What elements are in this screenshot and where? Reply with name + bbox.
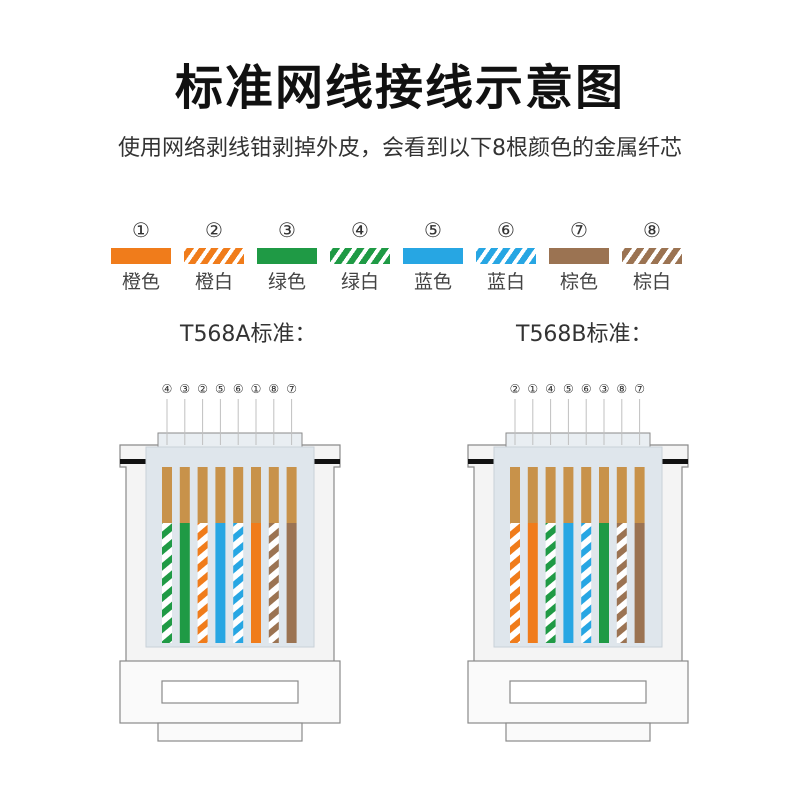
t568b-label: T568B标准： [516,322,653,347]
clear-housing [145,446,315,648]
connector-cap [505,432,651,448]
legend-item-2: ② 橙白 [181,218,247,294]
pin-number: ⑤ [563,382,574,396]
page-title: 标准网线接线示意图 [174,60,625,116]
legend-swatch [257,248,317,264]
legend-number: ⑦ [570,218,588,242]
gold-contact [599,467,609,523]
legend-item-8: ⑧ 棕白 [619,218,685,294]
wire-绿色 [179,523,190,643]
legend-swatch [549,248,609,264]
legend-number: ⑤ [424,218,442,242]
wire-棕白 [268,523,279,643]
wire-蓝色 [563,523,574,643]
pin-number: ⑤ [215,382,226,396]
page-subtitle: 使用网络剥线钳剥掉外皮，会看到以下8根颜色的金属纤芯 [118,136,682,161]
legend-label: 蓝白 [486,271,525,293]
legend-label: 绿白 [340,271,379,293]
gold-contact [527,467,538,523]
legend-number: ③ [278,218,296,242]
wire-橙白 [510,523,520,643]
wire-棕色 [634,523,645,643]
gold-contact [197,467,208,523]
legend-label: 蓝色 [413,271,452,293]
pin-number: ⑧ [616,382,627,396]
wire-橙色 [251,523,261,643]
connector-tail [505,722,651,742]
gold-contact [563,467,574,523]
legend-number: ② [205,218,223,242]
legend-swatch [111,248,171,264]
gold-contact [179,467,190,523]
wire-绿白 [162,523,172,643]
pin-number: ⑧ [268,382,279,396]
legend-label: 橙白 [194,271,233,293]
gold-contact [286,467,297,523]
gold-contact [634,467,645,523]
pin-number: ④ [162,382,173,396]
wire-蓝白 [581,523,592,643]
wire-棕白 [616,523,627,643]
legend-label: 棕白 [632,271,671,293]
clear-housing [493,446,663,648]
wire-橙白 [197,523,208,643]
pin-number: ⑦ [634,382,645,396]
color-legend: ① 橙色 ② 橙白 ③ 绿色 ④ 绿白 ⑤ 蓝色 ⑥ 蓝白 ⑦ 棕色 ⑧ 棕白 [108,218,692,298]
legend-label: 棕色 [559,271,598,293]
legend-number: ④ [351,218,369,242]
connector-cap [157,432,303,448]
wire-绿色 [599,523,609,643]
connector-latch-slot [509,680,647,704]
legend-swatch [403,248,463,264]
legend-item-1: ① 橙色 [108,218,174,294]
gold-contact [581,467,592,523]
connector-latch-slot [161,680,299,704]
gold-contact [251,467,261,523]
wire-棕色 [286,523,297,643]
legend-swatch [330,248,390,264]
legend-item-6: ⑥ 蓝白 [473,218,539,294]
legend-swatch [476,248,536,264]
gold-contact [616,467,627,523]
legend-number: ⑥ [497,218,515,242]
legend-label: 绿色 [267,271,306,293]
legend-label: 橙色 [121,271,160,293]
pin-number: ④ [545,382,556,396]
legend-item-7: ⑦ 棕色 [546,218,612,294]
legend-item-5: ⑤ 蓝色 [400,218,466,294]
pin-number: ③ [599,382,610,396]
legend-item-3: ③ 绿色 [254,218,320,294]
pin-number: ② [510,382,521,396]
gold-contact [233,467,244,523]
gold-contact [545,467,556,523]
pin-number: ⑦ [286,382,297,396]
gold-contact [510,467,520,523]
pin-number: ⑥ [581,382,592,396]
legend-swatch [622,248,682,264]
wire-蓝色 [215,523,226,643]
wire-蓝白 [233,523,244,643]
gold-contact [162,467,172,523]
legend-number: ⑧ [643,218,661,242]
wire-绿白 [545,523,556,643]
wire-橙色 [527,523,538,643]
gold-contact [268,467,279,523]
pin-number: ③ [179,382,190,396]
gold-contact [215,467,226,523]
legend-item-4: ④ 绿白 [327,218,393,294]
t568a-label: T568A标准： [180,322,317,347]
connector-tail [157,722,303,742]
legend-swatch [184,248,244,264]
pin-number: ⑥ [233,382,244,396]
legend-number: ① [132,218,150,242]
pin-number: ② [197,382,208,396]
pin-number: ① [251,382,262,396]
pin-number: ① [527,382,538,396]
